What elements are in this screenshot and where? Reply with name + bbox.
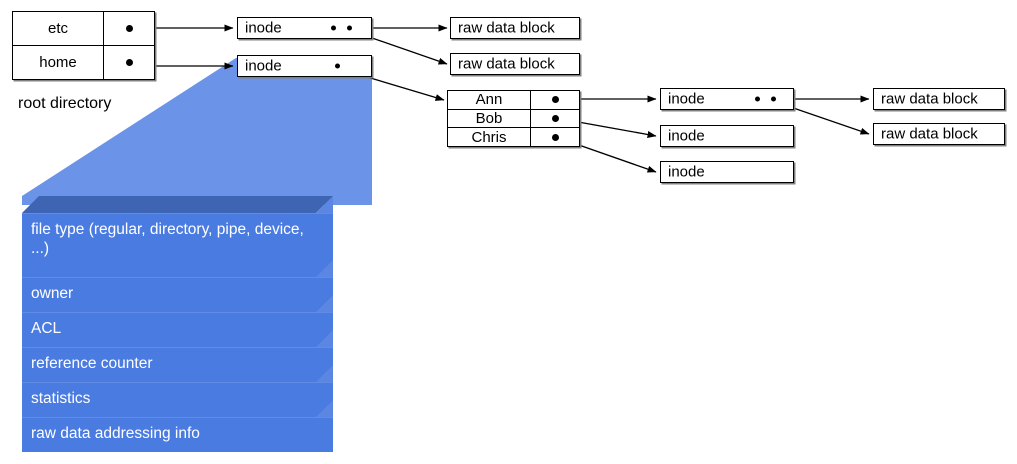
pointer-dot-icon (125, 59, 133, 66)
raw-data-block-label: raw data block (881, 90, 978, 108)
dir-entry-name: etc (13, 12, 104, 45)
pointer-dot-icon (551, 96, 559, 104)
inode-field-slab-acl[interactable]: ACL (22, 295, 333, 347)
raw-data-block-label: raw data block (881, 125, 978, 143)
inode-label: inode (245, 19, 282, 37)
pointer-dot-icon (125, 25, 133, 32)
inode-label: inode (668, 127, 705, 145)
table-row[interactable]: Ann (448, 91, 579, 110)
root-directory-caption: root directory (18, 95, 112, 112)
inode-pointer-dot-icon (755, 96, 760, 102)
inode-pointer-dot-icon (771, 96, 776, 102)
stack-top-face (22, 196, 333, 213)
inode-pointer-dot-icon (347, 25, 352, 31)
inode-box-bob[interactable]: inode (660, 125, 794, 147)
inode-field-slab-owner[interactable]: owner (22, 260, 333, 312)
table-row[interactable]: Chris (448, 128, 579, 147)
inode-field-label: statistics (22, 382, 333, 417)
raw-data-block-3[interactable]: raw data block (873, 88, 1005, 110)
inode-box-etc[interactable]: inode (237, 17, 372, 39)
inode-field-slab-file-type[interactable]: file type (regular, directory, pipe, dev… (22, 196, 333, 277)
inode-box-chris[interactable]: inode (660, 161, 794, 183)
inode-field-label: raw data addressing info (22, 417, 333, 452)
dir-entry-pointer-cell (104, 12, 154, 45)
inode-pointer-dot-icon (335, 63, 340, 69)
inode-label: inode (245, 57, 282, 75)
raw-data-block-4[interactable]: raw data block (873, 123, 1005, 145)
home-directory-table: Ann Bob Chris (447, 90, 580, 147)
inode-field-label: ACL (22, 312, 333, 347)
dir-entry-name: Bob (448, 109, 531, 128)
dir-entry-name: home (13, 46, 104, 79)
inode-pointer-dot-icon (331, 25, 336, 31)
dir-entry-name: Chris (448, 128, 531, 147)
dir-entry-pointer-cell (531, 91, 579, 109)
inode-field-slab-statistics[interactable]: statistics (22, 365, 333, 417)
inode-field-label: reference counter (22, 347, 333, 382)
inode-detail-stack: file type (regular, directory, pipe, dev… (22, 196, 372, 456)
dir-entry-pointer-cell (531, 110, 579, 128)
inode-box-ann[interactable]: inode (660, 88, 794, 110)
table-row[interactable]: Bob (448, 109, 579, 129)
raw-data-block-label: raw data block (458, 19, 555, 37)
dir-entry-name: Ann (448, 91, 531, 109)
inode-field-label: owner (22, 277, 333, 312)
table-row[interactable]: etc (13, 12, 154, 46)
inode-label: inode (668, 163, 705, 181)
inode-label: inode (668, 90, 705, 108)
raw-data-block-2[interactable]: raw data block (450, 53, 580, 75)
inode-field-label: file type (regular, directory, pipe, dev… (22, 213, 333, 277)
raw-data-block-1[interactable]: raw data block (450, 17, 580, 39)
pointer-dot-icon (551, 133, 559, 141)
dir-entry-pointer-cell (104, 46, 154, 79)
pointer-dot-icon (551, 115, 559, 122)
raw-data-block-label: raw data block (458, 55, 555, 73)
inode-field-slab-raw-data-addressing[interactable]: raw data addressing info (22, 400, 333, 452)
root-directory-table: etc home (12, 11, 155, 80)
table-row[interactable]: home (13, 46, 154, 79)
dir-entry-pointer-cell (531, 128, 579, 146)
inode-field-slab-reference-counter[interactable]: reference counter (22, 330, 333, 382)
inode-box-home[interactable]: inode (237, 55, 372, 77)
